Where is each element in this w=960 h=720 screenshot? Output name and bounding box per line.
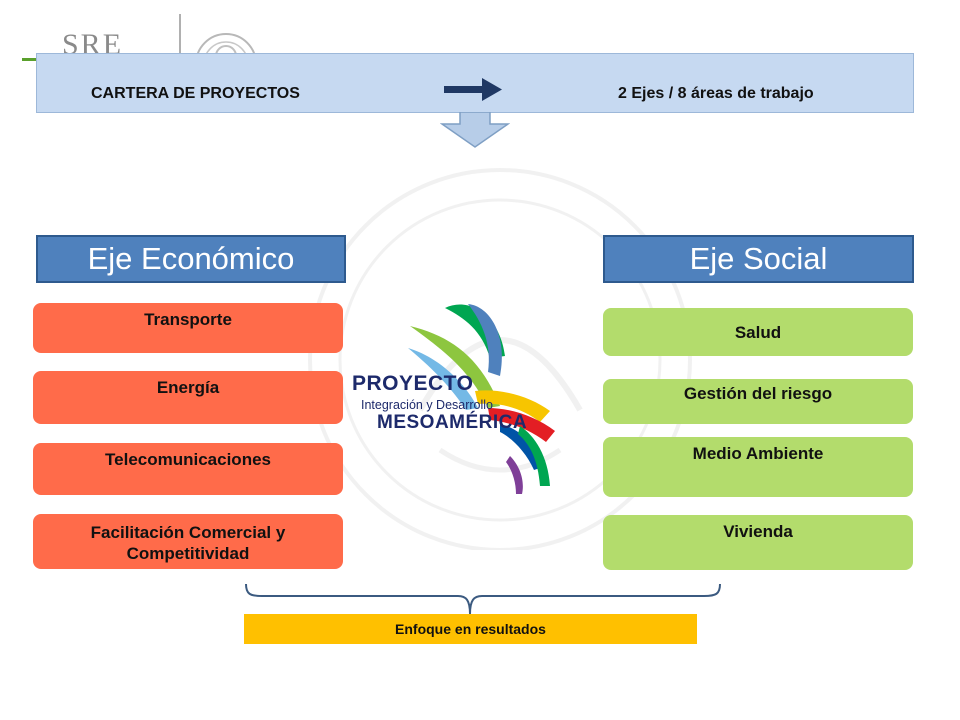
logo-name: MESOAMÉRICA <box>377 412 528 433</box>
header-summary: 2 Ejes / 8 áreas de trabajo <box>618 85 814 102</box>
area-transporte: Transporte <box>33 303 343 353</box>
area-gestion-riesgo: Gestión del riesgo <box>603 379 913 424</box>
eje-social-header: Eje Social <box>603 235 914 283</box>
proyecto-mesoamerica-logo-icon <box>408 304 555 494</box>
logo-subtitle: Integración y Desarrollo <box>361 398 494 412</box>
area-vivienda: Vivienda <box>603 515 913 570</box>
header-title: CARTERA DE PROYECTOS <box>91 85 300 102</box>
area-energia: Energía <box>33 371 343 424</box>
arrow-right-icon <box>444 78 502 101</box>
grouping-bracket <box>245 583 721 615</box>
area-facilitacion-comercial: Facilitación Comercial y Competitividad <box>33 514 343 569</box>
eje-economico-header: Eje Económico <box>36 235 346 283</box>
area-salud: Salud <box>603 308 913 356</box>
area-telecomunicaciones: Telecomunicaciones <box>33 443 343 495</box>
watermark-seal-icon <box>308 168 692 550</box>
logo-title: PROYECTO <box>352 372 474 395</box>
area-medio-ambiente: Medio Ambiente <box>603 437 913 497</box>
arrow-down-icon <box>440 112 510 148</box>
header-bar <box>36 53 914 113</box>
enfoque-resultados-bar: Enfoque en resultados <box>244 614 697 644</box>
